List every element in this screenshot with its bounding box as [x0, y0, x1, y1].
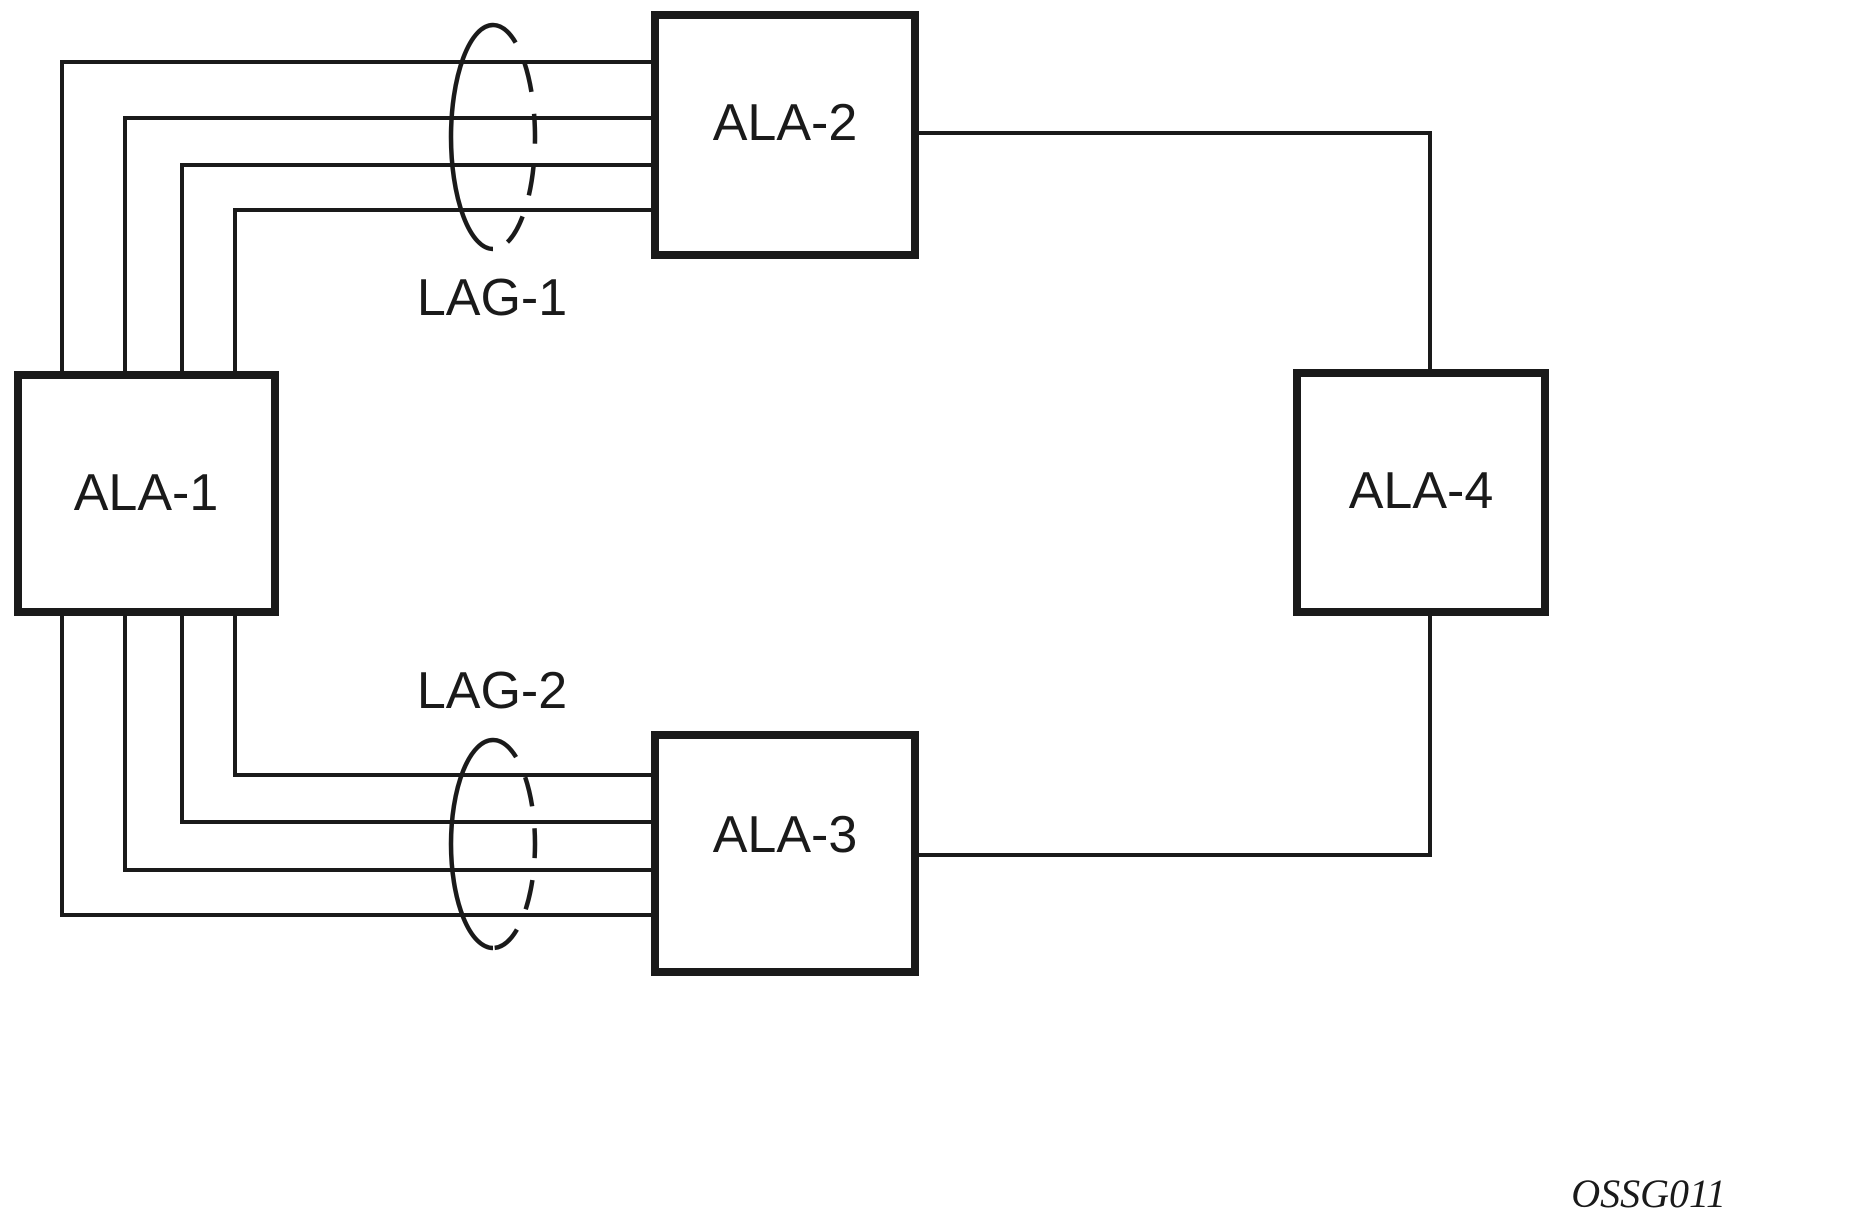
node-ala-1-label: ALA-1	[74, 464, 219, 522]
lag-1-links	[60, 60, 657, 378]
node-ala-2: ALA-2	[651, 11, 919, 259]
link-ala2-ala4	[913, 131, 1432, 375]
node-ala-3-label: ALA-3	[713, 806, 858, 864]
node-ala-4-label: ALA-4	[1349, 462, 1494, 520]
node-ala-2-label: ALA-2	[713, 94, 858, 152]
lag-1-link-line-2	[123, 116, 657, 378]
lag-1-ellipse-solid-arc	[448, 22, 494, 252]
lag-2-link-line-4	[60, 609, 657, 917]
lag-2-ellipse-dashed-arc	[492, 737, 538, 951]
lag-2-link-line-1	[233, 609, 657, 777]
node-ala-3-box	[651, 731, 919, 976]
node-ala-1: ALA-1	[14, 371, 279, 616]
figure-id: OSSG011	[1571, 1171, 1726, 1216]
node-ala-4-box	[1293, 369, 1549, 616]
lag-1-label: LAG-1	[417, 269, 567, 327]
lag-1-link-line-3	[180, 163, 657, 378]
lag-1-link-line-4	[233, 208, 657, 378]
lag-1-ellipse	[448, 22, 538, 252]
lag-2-link-line-2	[180, 609, 657, 824]
lag-2-links	[60, 609, 657, 917]
lag-1-link-line-1	[60, 60, 657, 378]
node-ala-2-box	[651, 11, 919, 259]
link-ala3-ala4	[913, 610, 1432, 857]
lag-2-ellipse-solid-arc	[448, 737, 494, 951]
node-ala-3: ALA-3	[651, 731, 919, 976]
lag-2-ellipse	[448, 737, 538, 951]
lag-2-label: LAG-2	[417, 662, 567, 720]
node-ala-4: ALA-4	[1293, 369, 1549, 616]
lag-1-ellipse-dashed-arc	[492, 22, 538, 252]
lag-2-link-line-3	[123, 609, 657, 872]
node-ala-1-box	[14, 371, 279, 616]
